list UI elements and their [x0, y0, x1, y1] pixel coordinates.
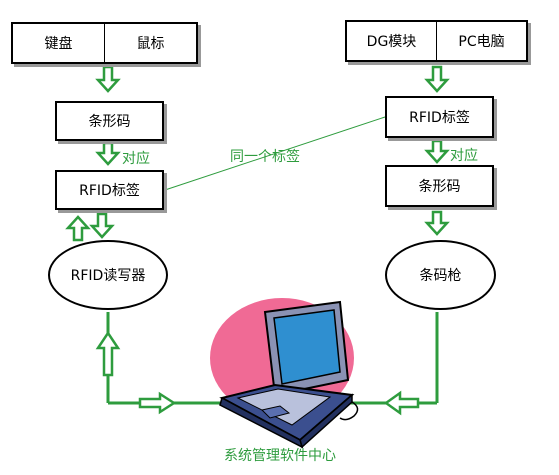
left-correspond-label: 对应 [122, 151, 150, 167]
pc-label: PC电脑 [458, 34, 505, 50]
left-rfid-tag-box: RFID标签 [55, 170, 164, 210]
left-connection [95, 312, 222, 415]
right-correspond-label: 对应 [450, 148, 478, 164]
right-barcode-box: 条形码 [385, 165, 494, 207]
barcode-scanner-ellipse: 条码枪 [385, 240, 496, 310]
left-barcode-box: 条形码 [55, 101, 164, 141]
keyboard-mouse-box: 键盘 鼠标 [11, 22, 198, 64]
arrow-keyboard-to-barcode [95, 65, 121, 93]
arrow-dg-to-rfid [424, 65, 450, 93]
same-tag-label: 同一个标签 [230, 149, 300, 165]
dg-pc-box: DG模块 PC电脑 [345, 20, 528, 62]
arrow-reader-to-rfid-up [65, 215, 91, 242]
mouse-label: 鼠标 [136, 36, 165, 52]
right-connection [350, 312, 439, 416]
keyboard-label: 键盘 [13, 24, 105, 62]
dg-module-label: DG模块 [347, 22, 437, 60]
arrow-rfid-to-barcode [424, 139, 450, 164]
arrow-barcode-to-rfid [95, 141, 121, 166]
laptop-illustration [210, 298, 359, 449]
right-rfid-tag-box: RFID标签 [385, 96, 494, 138]
management-center-caption: 系统管理软件中心 [224, 448, 336, 464]
arrow-barcode-to-scanner [424, 210, 450, 236]
arrow-rfid-to-reader-down [89, 212, 115, 239]
same-tag-link-line [164, 116, 386, 191]
rfid-reader-ellipse: RFID读写器 [48, 240, 168, 310]
